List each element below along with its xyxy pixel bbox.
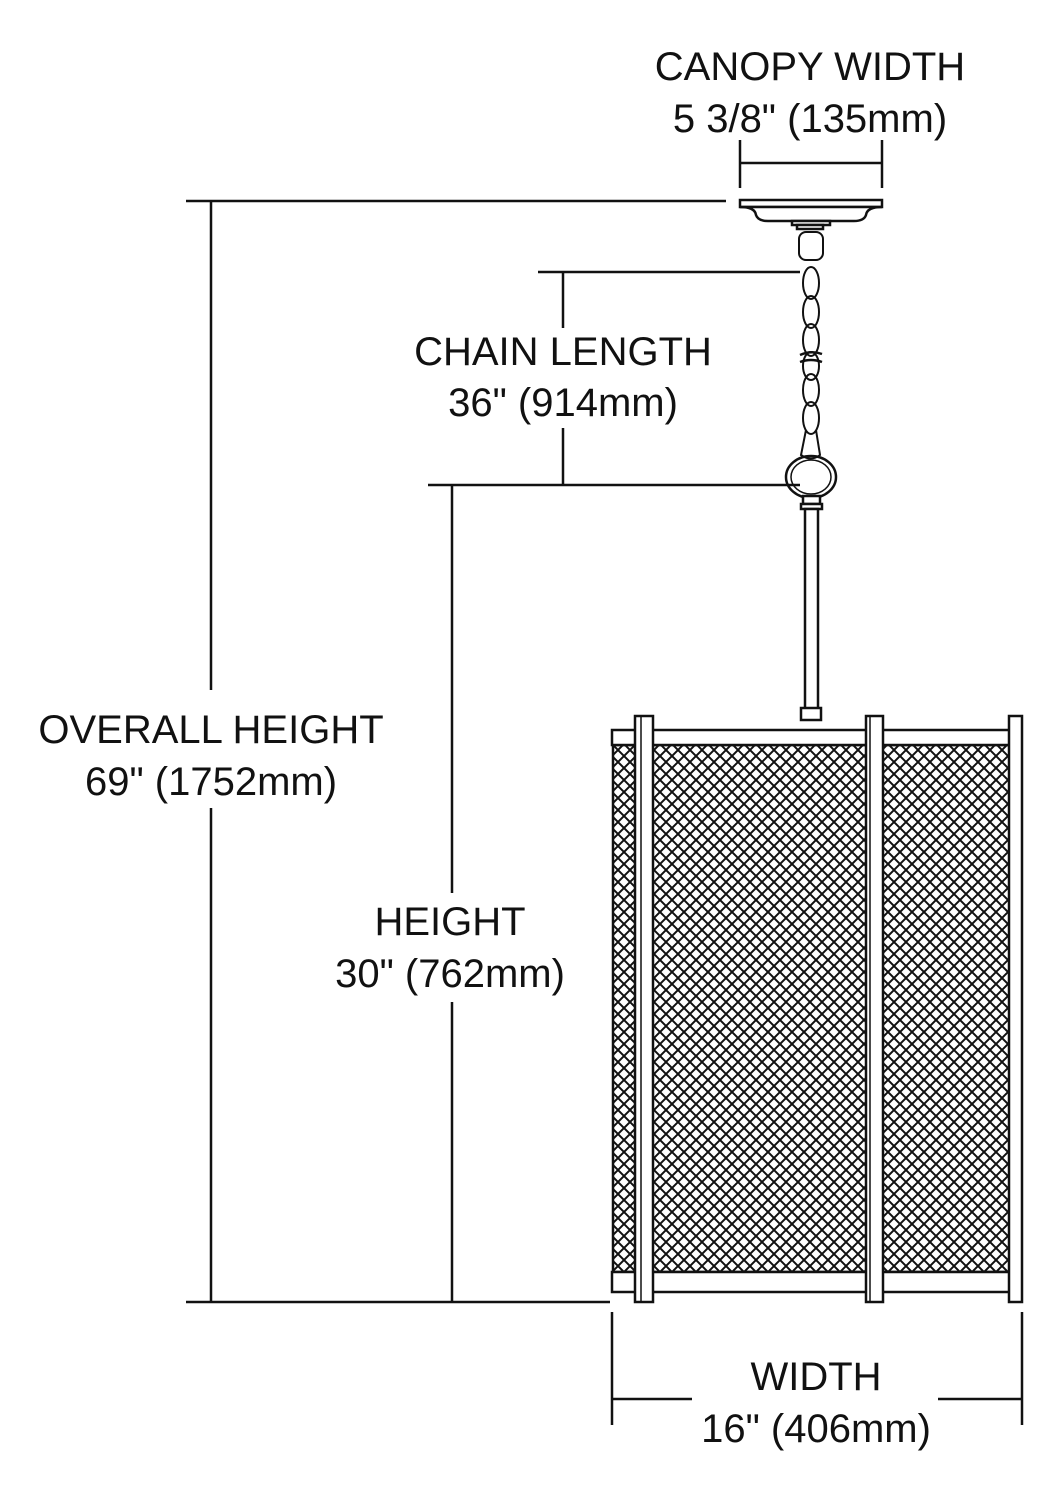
overall-height-value: 69" (1752mm) [85, 760, 337, 804]
canopy-width-value: 5 3/8" (135mm) [673, 97, 947, 141]
chain-length-dimension: CHAIN LENGTH 36" (914mm) [414, 270, 800, 487]
loop-ring-and-stem [784, 454, 838, 722]
height-dimension: HEIGHT 30" (762mm) [335, 485, 565, 1302]
fixture-body [610, 714, 1024, 1304]
width-label: WIDTH [750, 1355, 881, 1399]
chain-length-label: CHAIN LENGTH [414, 330, 712, 374]
overall-height-label: OVERALL HEIGHT [38, 708, 383, 752]
width-value: 16" (406mm) [701, 1407, 931, 1451]
height-value: 30" (762mm) [335, 952, 565, 996]
height-label: HEIGHT [374, 900, 525, 944]
canopy-width-label: CANOPY WIDTH [655, 45, 965, 89]
chain [798, 231, 824, 460]
width-dimension: WIDTH 16" (406mm) [610, 1312, 1024, 1451]
frame-posts [633, 714, 1024, 1304]
bottom-frame-bar [610, 1270, 1012, 1294]
overall-height-dimension: OVERALL HEIGHT 69" (1752mm) [38, 199, 726, 1304]
top-frame-bar [610, 728, 1012, 747]
chain-length-value: 36" (914mm) [448, 381, 678, 425]
canopy-width-dimension: CANOPY WIDTH 5 3/8" (135mm) [655, 45, 965, 188]
mesh-panel [611, 743, 1012, 1274]
canopy [738, 198, 884, 231]
